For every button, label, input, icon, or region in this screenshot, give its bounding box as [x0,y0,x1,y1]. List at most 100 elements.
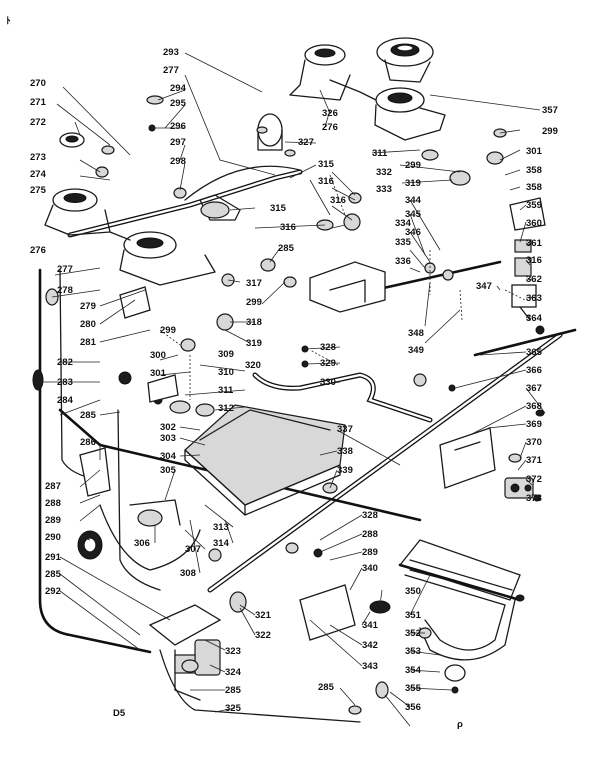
part-label: 357 [542,105,558,116]
part-label: 276 [322,122,338,133]
part-label: 285 [225,685,242,696]
part-label: 336 [395,256,411,267]
part-label: 365 [526,347,543,358]
part-label: 335 [395,237,412,248]
part-label: 366 [526,365,542,376]
part-label: 311 [218,385,234,396]
part-label: 372 [526,474,542,485]
part-label: 367 [526,383,542,394]
part-label: 276 [30,245,46,256]
part-label: 325 [225,703,242,714]
part-label: 287 [45,481,61,492]
part-label: 337 [337,424,353,435]
part-label: 334 [395,218,412,229]
part-label: 350 [405,586,421,597]
part-label: 314 [213,538,230,549]
part-label: 271 [30,97,47,108]
part-label: 341 [362,620,379,631]
part-label: 338 [337,446,353,457]
part-label: 311 [372,148,388,159]
part-label: 278 [57,285,73,296]
part-label: 318 [246,317,262,328]
part-label: 329 [320,358,336,369]
part-label: 293 [163,47,179,58]
part-label: 281 [80,337,97,348]
part-label: 322 [255,630,271,641]
part-label: 291 [45,552,62,563]
part-label: 288 [362,529,378,540]
part-label: 327 [298,137,314,148]
part-label: 299 [542,126,558,137]
part-label: 316 [330,195,346,206]
gas-range-burner-assembly-art [32,37,577,727]
part-label: 313 [213,522,229,533]
part-label: 299 [246,297,262,308]
part-label: 351 [405,610,422,621]
part-label: 289 [45,515,61,526]
part-label: 312 [218,403,234,414]
part-label: 274 [30,169,47,180]
part-label: 284 [57,395,74,406]
part-label: 371 [526,455,543,466]
part-label: 319 [405,178,421,189]
part-label: 333 [376,184,392,195]
part-label: 355 [405,683,422,694]
part-label: 349 [408,345,424,356]
part-label: 289 [362,547,378,558]
part-label: 283 [57,377,73,388]
part-label: 343 [362,661,378,672]
part-label: 316 [318,176,334,187]
part-label: 294 [170,83,187,94]
part-label: 321 [255,610,272,621]
part-label: 352 [405,628,421,639]
part-label: 308 [180,568,196,579]
part-label: 272 [30,117,46,128]
part-label: 288 [45,498,61,509]
part-label: 304 [160,451,177,462]
part-label: 339 [337,465,353,476]
part-label: 301 [526,146,543,157]
part-label: 362 [526,274,542,285]
part-label: 282 [57,357,73,368]
part-label: 275 [30,185,47,196]
part-label: 302 [160,422,176,433]
part-label: 319 [246,338,262,349]
footer-code: D5 [113,708,126,719]
part-label: 285 [80,410,97,421]
part-label: 345 [405,209,422,220]
part-label: 353 [405,646,421,657]
part-label: 315 [318,159,335,170]
part-label: 316 [526,255,542,266]
part-label: 285 [318,682,335,693]
part-label: 295 [170,98,187,109]
part-label: 292 [45,586,61,597]
part-label: 316 [280,222,296,233]
part-label: 317 [246,278,262,289]
part-label: 315 [270,203,287,214]
part-label: 324 [225,667,242,678]
part-number-labels: ﾄ 293 277 294 295 296 297 298 270 271 27… [6,16,558,730]
part-label: 285 [45,569,62,580]
part-label: 330 [320,377,336,388]
part-label: 368 [526,401,542,412]
part-label: 297 [170,137,186,148]
part-label: 285 [278,243,295,254]
part-label: 310 [218,367,234,378]
part-label: 286 [80,437,96,448]
part-label: 279 [80,301,96,312]
part-label: 359 [526,200,542,211]
part-label: 290 [45,532,61,543]
part-label: 298 [170,156,186,167]
part-label: 296 [170,121,186,132]
footer-mark: ρ [457,719,463,730]
part-label: 358 [526,165,542,176]
part-label: 358 [526,182,542,193]
part-label: 370 [526,437,542,448]
part-label: 360 [526,218,542,229]
part-label: 373 [526,493,542,504]
part-label: 344 [405,195,422,206]
part-label: 369 [526,419,542,430]
part-label: 320 [245,360,261,371]
part-label: 273 [30,152,46,163]
